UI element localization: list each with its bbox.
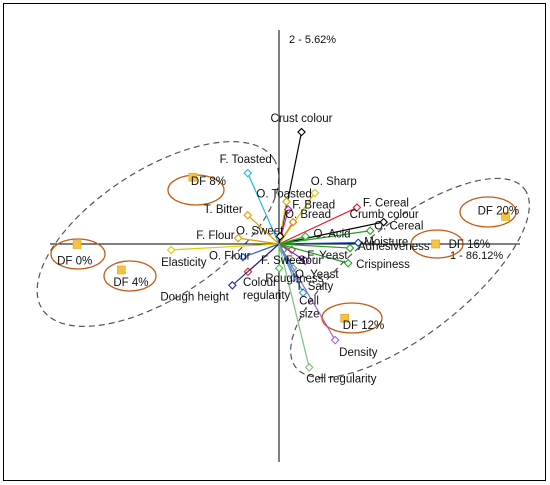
x-axis-label: 1 - 86.12% [450,250,503,262]
left-group-ellipse [36,141,280,327]
vector-o-bread [278,221,294,245]
marker-cell-regularity [304,363,314,372]
label-o-yeast: O. Yeast [295,269,339,281]
label-o-flour: O. Flour [209,250,251,262]
y-axis-label: 2 - 5.62% [289,34,336,46]
label-dough-height: Dough height [160,291,229,303]
sample-df-8 [188,172,198,182]
marker-crust-colour [297,127,306,137]
vector-crumb-colour [278,221,384,245]
marker-o-cereal [365,226,375,236]
label-t-bitter: T. Bitter [204,204,243,216]
sample-label-df-12: DF 12% [343,320,385,332]
marker-o-toasted [282,197,291,207]
marker-cell-size [298,288,308,298]
label-o-bread: O. Bread [285,209,331,221]
marker-f-cereal [352,203,362,212]
sample-label-df-0: DF 0% [57,256,92,268]
label-crispiness: Crispiness [356,259,410,271]
vector-adhesiveness [278,243,351,249]
vector-f-yeast [278,243,306,262]
marker-t-bitter [243,210,253,220]
vector-density [278,243,336,341]
marker-f-yeast [300,256,310,266]
label-cell-regularity: Cell regularity [306,373,377,385]
vector-cell-size [278,243,304,293]
label-o-toasted: O. Toasted [256,189,311,201]
marker-adhesiveness [345,243,355,253]
sample-label-df-20: DF 20% [478,205,520,217]
label-t-salty: T. Salty [296,281,334,293]
marker-o-acid [301,231,310,241]
sample-df-0 [72,240,82,249]
label-f-toasted: F. Toasted [220,154,272,166]
marker-moisture [353,238,363,248]
label-roughness: Roughness [265,273,323,285]
label-elasticity: Elasticity [161,257,207,269]
label-f-yeast: F. Yeast [307,250,348,262]
vector-f-toasted [247,172,280,245]
label-f-bread: F. Bread [292,200,335,212]
right-group-ellipse [290,177,530,379]
vector-o-cereal [278,230,371,245]
vector-t-bitter [247,214,280,245]
marker-density [330,335,340,345]
label-f-cereal: F. Cereal [363,198,409,210]
label-crumb-colour: Crumb colour [350,209,419,221]
marker-o-sweet [275,231,285,241]
marker-o-sharp [310,188,320,198]
label-o-acid: O. Acid [314,228,351,240]
marker-crispiness [343,258,353,268]
vector-elasticity [171,243,280,251]
label-f-flour: F. Flour [196,230,235,242]
marker-f-flour [233,233,243,243]
ring-df-0 [50,238,106,270]
vector-cell-regularity [278,243,310,368]
sample-label-df-4: DF 4% [113,277,148,289]
vector-crispiness [278,243,349,264]
sample-df-4 [117,265,126,275]
marker-roughness [274,263,284,273]
label-adhesiveness: Adhesiveness [358,241,430,253]
label-o-cereal: O. Cereal [374,221,423,233]
marker-f-toasted [243,168,253,178]
sample-df-12 [340,313,350,323]
vector-o-flour [242,243,280,258]
label-crust-colour: Crust colour [271,113,333,125]
ring-df-12 [321,302,383,334]
ring-df-4 [103,260,157,292]
ring-df-20 [459,196,517,228]
label-f-sour: F. Sour [286,255,323,267]
vector-moisture [278,242,359,245]
marker-crumb-colour [379,217,389,227]
label-moisture: Moisture [364,237,408,249]
marker-f-bread [283,205,293,214]
marker-o-bread [288,217,298,227]
marker-dough-height [227,280,237,290]
vector-o-acid [278,235,306,245]
ring-df-16 [410,229,464,259]
sample-df-20 [501,212,510,221]
label-o-sharp: O. Sharp [311,176,357,188]
vector-f-flour [238,237,280,245]
sample-points: DF 0% DF 4% DF 8% DF 12% DF 16% DF 20% [57,172,520,332]
label-f-sweet: F. Sweet [261,255,306,267]
label-o-sweet: O. Sweet [236,225,284,237]
sample-df-16 [431,239,440,249]
vector-dough-height [231,243,280,286]
marker-o-flour [238,252,248,262]
sample-label-df-16: DF 16% [449,239,491,251]
vector-f-cereal [278,206,358,245]
sample-label-df-8: DF 8% [191,176,226,188]
sample-rings [50,174,517,334]
label-density: Density [339,347,378,359]
marker-elasticity [166,245,176,255]
attribute-vectors [166,127,389,372]
